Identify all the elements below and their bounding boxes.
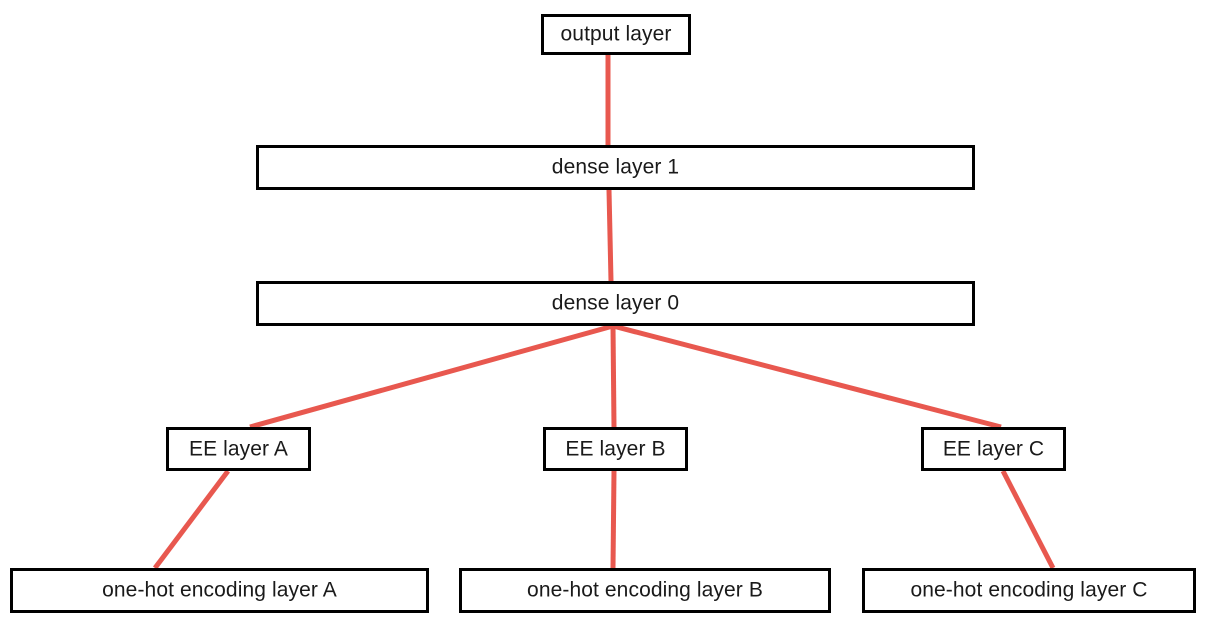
edge-dense0-eec [612,323,1002,430]
edge-dense0-dense1 [606,189,614,282]
node-label-ee-layer-c: EE layer C [942,437,1045,460]
node-label-one-hot-b: one-hot encoding layer B [527,578,763,602]
node-ee-layer-b[interactable]: EE layer B [543,427,688,471]
edge-dense0-eea [249,323,614,430]
node-label-one-hot-c: one-hot encoding layer C [910,578,1148,602]
node-output-layer[interactable]: output layer [541,14,691,55]
edge-eeb-ohb [610,470,617,569]
node-label-dense-layer-1: dense layer 1 [551,155,680,179]
edge-dense0-eeb [610,325,617,428]
node-dense-layer-1[interactable]: dense layer 1 [256,145,975,190]
node-ee-layer-a[interactable]: EE layer A [166,427,311,471]
node-label-ee-layer-b: EE layer B [565,437,666,460]
node-one-hot-c[interactable]: one-hot encoding layer C [862,568,1196,613]
node-label-dense-layer-0: dense layer 0 [551,291,680,315]
node-ee-layer-c[interactable]: EE layer C [921,427,1066,471]
node-one-hot-b[interactable]: one-hot encoding layer B [459,568,831,613]
edge-eec-ohc [1000,469,1056,570]
node-one-hot-a[interactable]: one-hot encoding layer A [10,568,429,613]
node-label-one-hot-a: one-hot encoding layer A [102,578,337,602]
node-dense-layer-0[interactable]: dense layer 0 [256,281,975,326]
edge-eea-oha [153,469,230,570]
node-label-output-layer: output layer [560,22,672,46]
node-label-ee-layer-a: EE layer A [188,437,289,460]
